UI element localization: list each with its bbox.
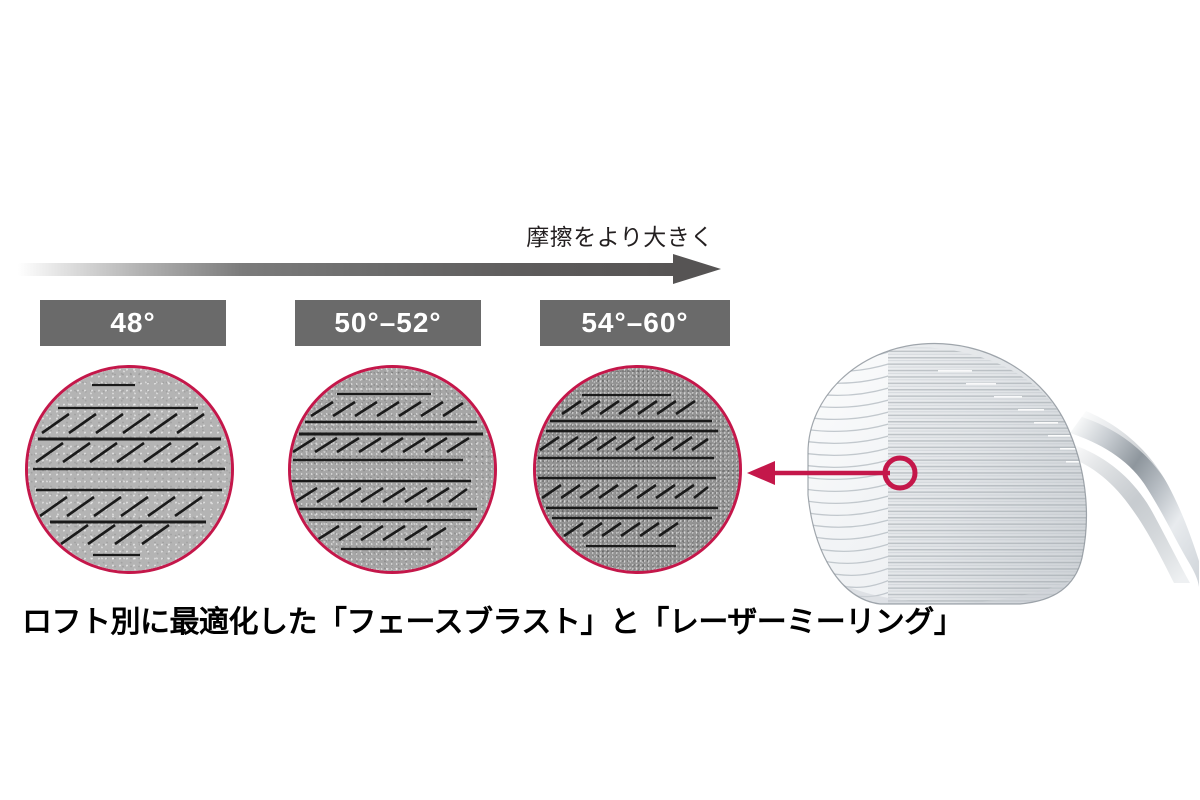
arrow-left-icon [747,461,775,485]
club-hosel-highlight [1068,445,1190,583]
friction-gradient-arrow [18,254,721,285]
club-face-groove-highlights [938,370,1080,463]
milling-pattern-54-60 [538,393,718,548]
friction-arrow-label: 摩擦をより大きく [526,224,714,250]
blast-texture-icon [536,368,739,571]
face-sample-54-60 [533,365,742,574]
club-hosel-gloss [1080,409,1199,551]
figure-caption: ロフト別に最適化した「フェースブラスト」と「レーザーミーリング」 [22,606,964,639]
club-hosel [1070,411,1199,587]
club-head-outline [807,342,1088,605]
blast-texture-icon [291,368,494,571]
loft-chip-label-1: 50°–52° [334,307,442,338]
loft-chip-0: 48° [40,300,226,346]
face-sample-50-52 [288,365,497,574]
loft-chip-label-0: 48° [110,307,156,338]
loft-chip-label-2: 54°–60° [581,307,689,338]
milling-pattern-48 [33,383,225,557]
golf-wedge-club-head [807,342,1199,605]
arrow-shaft-icon [18,263,678,276]
loft-chip-1: 50°–52° [295,300,481,346]
circle-callout-icon [882,455,918,491]
face-callout-pointer[interactable] [745,448,935,498]
face-sample-48 [25,365,234,574]
loft-chip-2: 54°–60° [540,300,730,346]
milling-pattern-50-52 [291,392,483,551]
arrow-head-icon [673,254,721,284]
